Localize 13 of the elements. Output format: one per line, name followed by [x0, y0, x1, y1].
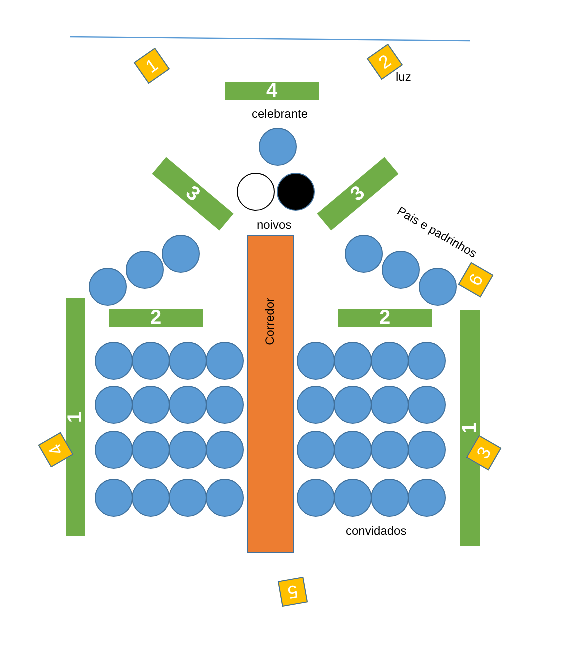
bench: 2 [338, 309, 432, 327]
bench: 4 [225, 82, 319, 100]
area-label: convidados [346, 524, 407, 538]
bench: 1 [66, 298, 86, 536]
light-marker: 5 [278, 576, 308, 608]
light-marker: 1 [134, 48, 170, 84]
aisle: Corredor [246, 235, 294, 553]
area-label: celebrante [252, 107, 308, 121]
bench: 3 [152, 157, 234, 231]
light-marker: 6 [458, 262, 494, 298]
area-label: noivos [257, 218, 292, 232]
bench: 3 [317, 157, 399, 231]
bench: 2 [109, 309, 203, 327]
